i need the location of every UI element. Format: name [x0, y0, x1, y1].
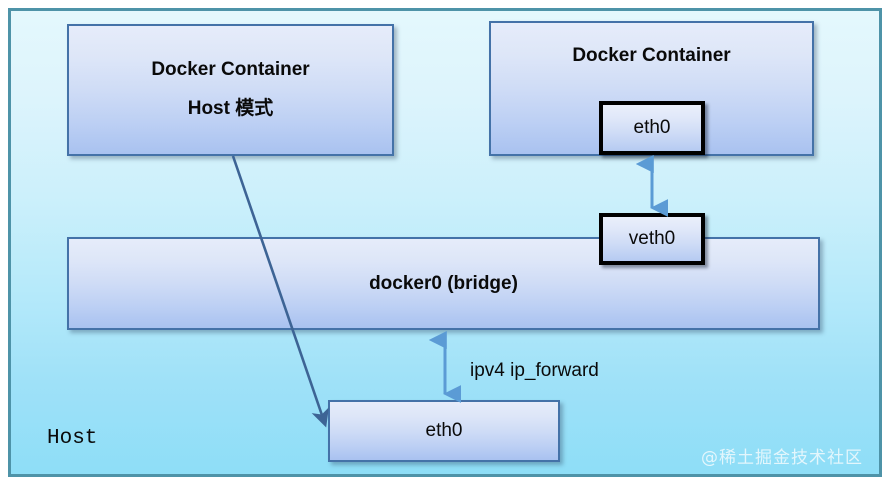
host-eth0-label: eth0 — [425, 420, 463, 441]
veth0-interface[interactable]: veth0 — [599, 213, 705, 265]
veth0-label: veth0 — [628, 228, 676, 249]
docker0-bridge[interactable]: docker0 (bridge) — [67, 237, 820, 330]
docker-container-host-mode[interactable]: Docker Container Host 模式 — [67, 24, 394, 156]
container-host-mode-subtitle: Host 模式 — [187, 98, 274, 119]
container-bridge-mode-title: Docker Container — [572, 45, 731, 66]
container-eth0-interface[interactable]: eth0 — [599, 101, 705, 155]
docker-container-bridge-mode[interactable]: Docker Container — [489, 21, 814, 156]
watermark-text: @稀土掘金技术社区 — [701, 448, 863, 468]
container-eth0-label: eth0 — [633, 117, 671, 138]
host-eth0-interface[interactable]: eth0 — [328, 400, 560, 462]
ip-forward-label: ipv4 ip_forward — [470, 360, 599, 381]
container-host-mode-title: Docker Container — [151, 59, 310, 80]
host-label: Host — [47, 427, 98, 450]
docker0-bridge-label: docker0 (bridge) — [369, 272, 518, 294]
